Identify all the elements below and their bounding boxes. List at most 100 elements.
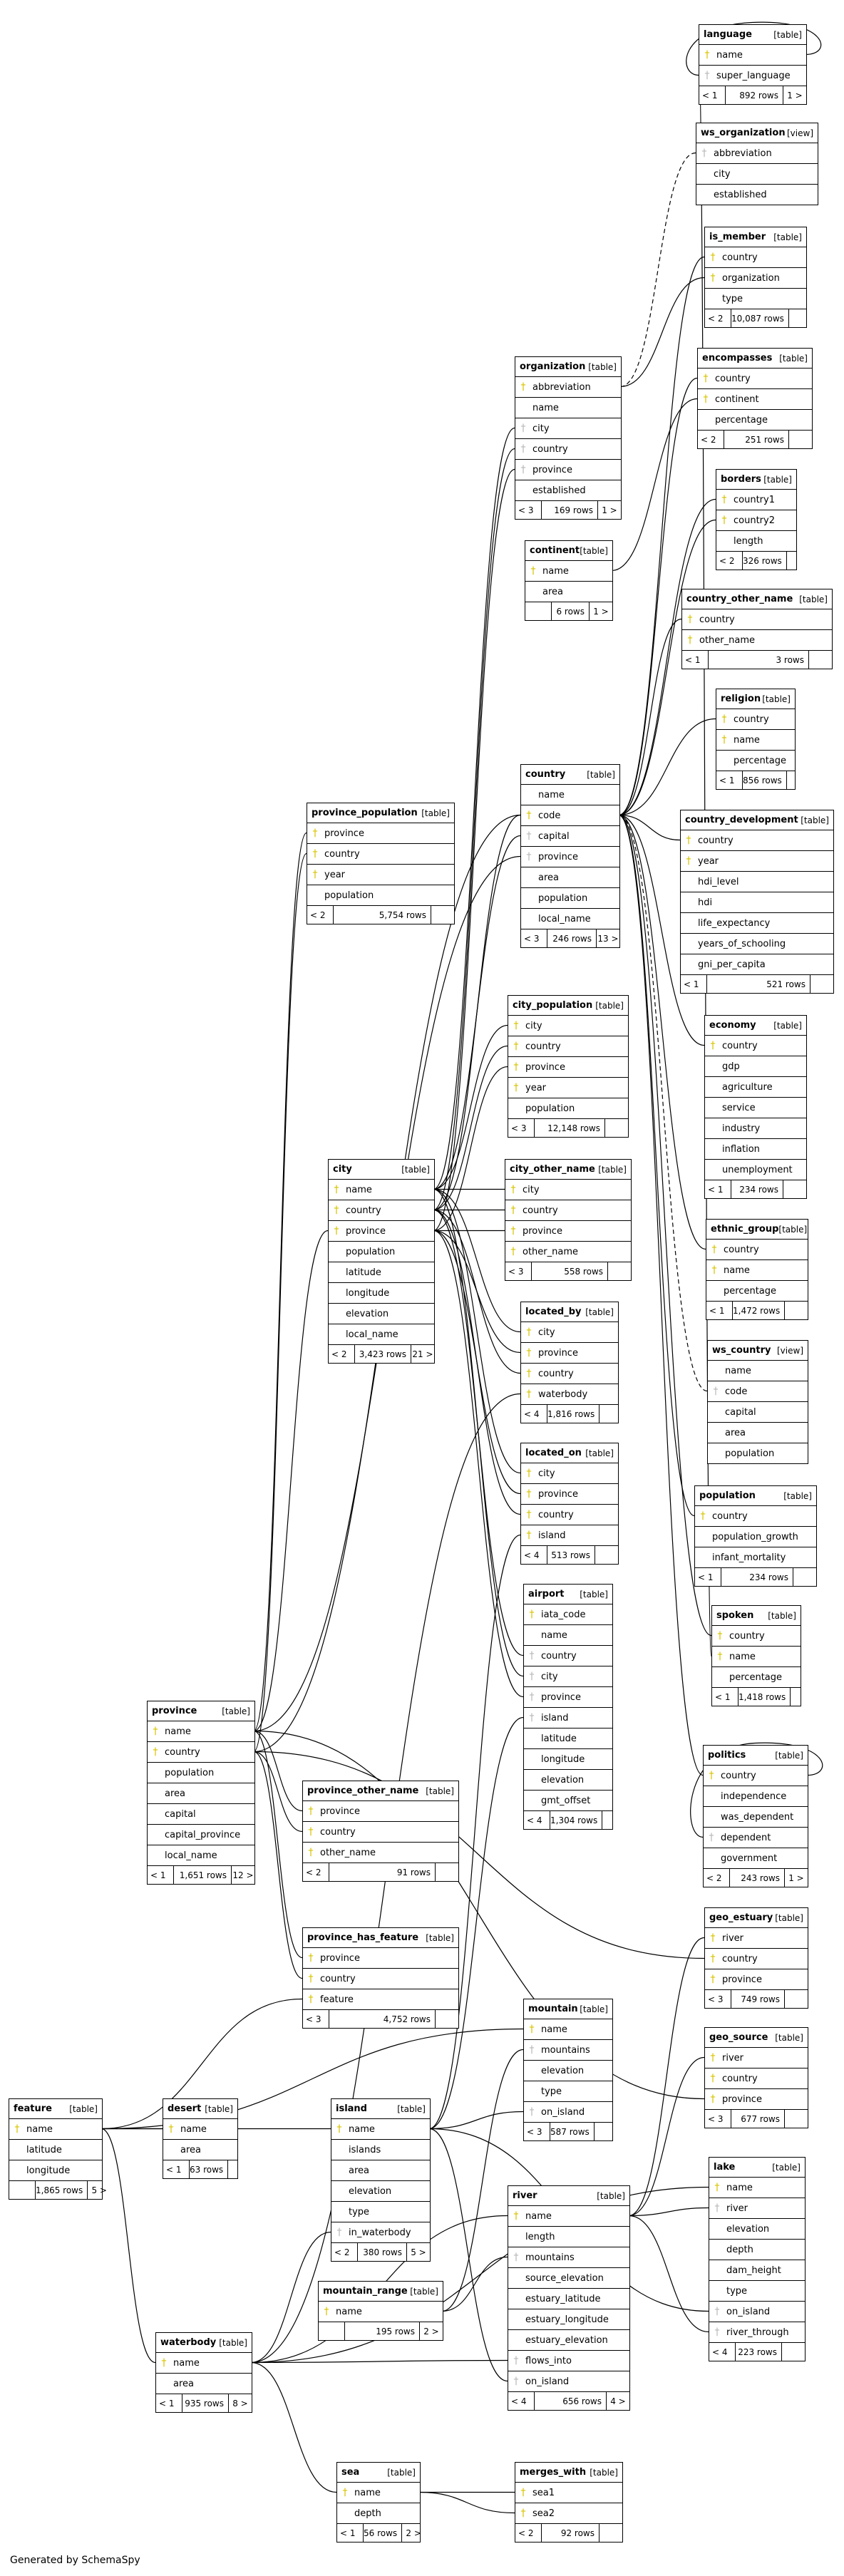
column-row[interactable]: type: [331, 2202, 430, 2222]
column-row[interactable]: elevation: [524, 1770, 612, 1791]
child-count[interactable]: 1 >: [783, 86, 806, 104]
column-row[interactable]: †province: [524, 1687, 612, 1708]
column-row[interactable]: †on_island: [524, 2102, 612, 2123]
column-row[interactable]: †country: [303, 1822, 458, 1843]
column-row[interactable]: capital: [708, 1402, 808, 1423]
column-row[interactable]: gdp: [705, 1056, 806, 1077]
child-count[interactable]: [788, 431, 812, 448]
parent-count[interactable]: < 1: [712, 1688, 738, 1706]
child-count[interactable]: [602, 1811, 625, 1829]
column-row[interactable]: †province: [508, 1057, 628, 1078]
column-row[interactable]: estuary_latitude: [508, 2289, 629, 2309]
column-row[interactable]: †city: [508, 1016, 628, 1036]
column-row[interactable]: city: [696, 164, 818, 185]
child-count[interactable]: [784, 1990, 808, 2008]
child-count[interactable]: [810, 975, 833, 993]
parent-count[interactable]: < 1: [163, 2160, 190, 2178]
column-row[interactable]: †country: [705, 2068, 808, 2089]
parent-count[interactable]: < 2: [698, 431, 724, 448]
column-row[interactable]: †city: [521, 1463, 618, 1484]
column-row[interactable]: †year: [307, 865, 454, 885]
column-row[interactable]: †province: [521, 847, 619, 867]
column-row[interactable]: †name: [331, 2119, 430, 2140]
column-row[interactable]: †organization: [705, 268, 806, 289]
table-geo-source[interactable]: geo_source[table]†river†country†province…: [704, 2027, 808, 2128]
column-row[interactable]: †country: [705, 1949, 808, 1969]
column-row[interactable]: †country2: [716, 510, 796, 531]
child-count[interactable]: 4 >: [606, 2392, 629, 2410]
column-row[interactable]: capital_province: [148, 1825, 254, 1845]
table-province-has-feature[interactable]: province_has_feature[table]†province†cou…: [302, 1927, 459, 2029]
column-row[interactable]: †name: [319, 2302, 443, 2322]
column-row[interactable]: type: [705, 289, 806, 309]
column-row[interactable]: local_name: [148, 1845, 254, 1866]
child-count[interactable]: [435, 2010, 458, 2028]
parent-count[interactable]: < 4: [521, 1546, 547, 1564]
child-count[interactable]: [227, 2160, 251, 2178]
column-row[interactable]: population: [521, 888, 619, 909]
child-count[interactable]: [786, 771, 810, 789]
column-row[interactable]: depth: [709, 2240, 805, 2260]
column-row[interactable]: hdi_level: [681, 872, 833, 892]
table-country[interactable]: country[table]name†code†capital†province…: [520, 764, 620, 948]
column-row[interactable]: †city: [524, 1666, 612, 1687]
column-row[interactable]: †other_name: [303, 1843, 458, 1863]
column-row[interactable]: name: [708, 1361, 808, 1381]
child-count[interactable]: [595, 1546, 618, 1564]
column-row[interactable]: †country: [716, 709, 795, 730]
column-row[interactable]: local_name: [521, 909, 619, 929]
column-row[interactable]: population: [508, 1098, 628, 1119]
parent-count[interactable]: < 1: [682, 651, 709, 669]
column-row[interactable]: †name: [337, 2483, 420, 2503]
column-row[interactable]: service: [705, 1098, 806, 1118]
column-row[interactable]: †country: [508, 1036, 628, 1057]
column-row[interactable]: †name: [508, 2206, 629, 2227]
column-row[interactable]: †name: [525, 561, 612, 582]
column-row[interactable]: †mountains: [508, 2247, 629, 2268]
column-row[interactable]: percentage: [712, 1667, 801, 1688]
child-count[interactable]: 13 >: [596, 929, 619, 947]
child-count[interactable]: [599, 2524, 622, 2542]
column-row[interactable]: government: [704, 1848, 808, 1869]
column-row[interactable]: †country: [698, 369, 812, 389]
parent-count[interactable]: < 3: [705, 1990, 731, 2008]
column-row[interactable]: †country: [695, 1506, 816, 1527]
parent-count[interactable]: < 4: [508, 2392, 535, 2410]
parent-count[interactable]: < 4: [521, 1405, 547, 1423]
parent-count[interactable]: < 1: [716, 771, 743, 789]
parent-count[interactable]: < 3: [303, 2010, 329, 2028]
column-row[interactable]: †province: [705, 1969, 808, 1990]
column-row[interactable]: †other_name: [505, 1242, 631, 1262]
parent-count[interactable]: [319, 2322, 345, 2340]
child-count[interactable]: 1 >: [784, 1869, 808, 1887]
column-row[interactable]: population: [708, 1443, 808, 1463]
column-row[interactable]: †in_waterbody: [331, 2222, 430, 2243]
table-located-on[interactable]: located_on[table]†city†province†country†…: [520, 1443, 619, 1565]
parent-count[interactable]: < 1: [706, 1302, 733, 1319]
parent-count[interactable]: < 4: [524, 1811, 550, 1829]
table-located-by[interactable]: located_by[table]†city†province†country†…: [520, 1302, 619, 1423]
parent-count[interactable]: < 3: [524, 2123, 550, 2140]
parent-count[interactable]: < 1: [699, 86, 726, 104]
column-row[interactable]: †country: [307, 844, 454, 865]
column-row[interactable]: elevation: [524, 2061, 612, 2081]
column-row[interactable]: †dependent: [704, 1828, 808, 1848]
parent-count[interactable]: < 2: [331, 2243, 358, 2261]
column-row[interactable]: capital: [148, 1804, 254, 1825]
parent-count[interactable]: < 3: [508, 1119, 535, 1137]
column-row[interactable]: area: [331, 2160, 430, 2181]
column-row[interactable]: †other_name: [682, 630, 832, 651]
child-count[interactable]: [593, 2123, 617, 2140]
column-row[interactable]: †country: [706, 1240, 808, 1260]
child-count[interactable]: [431, 906, 454, 924]
parent-count[interactable]: < 1: [681, 975, 707, 993]
